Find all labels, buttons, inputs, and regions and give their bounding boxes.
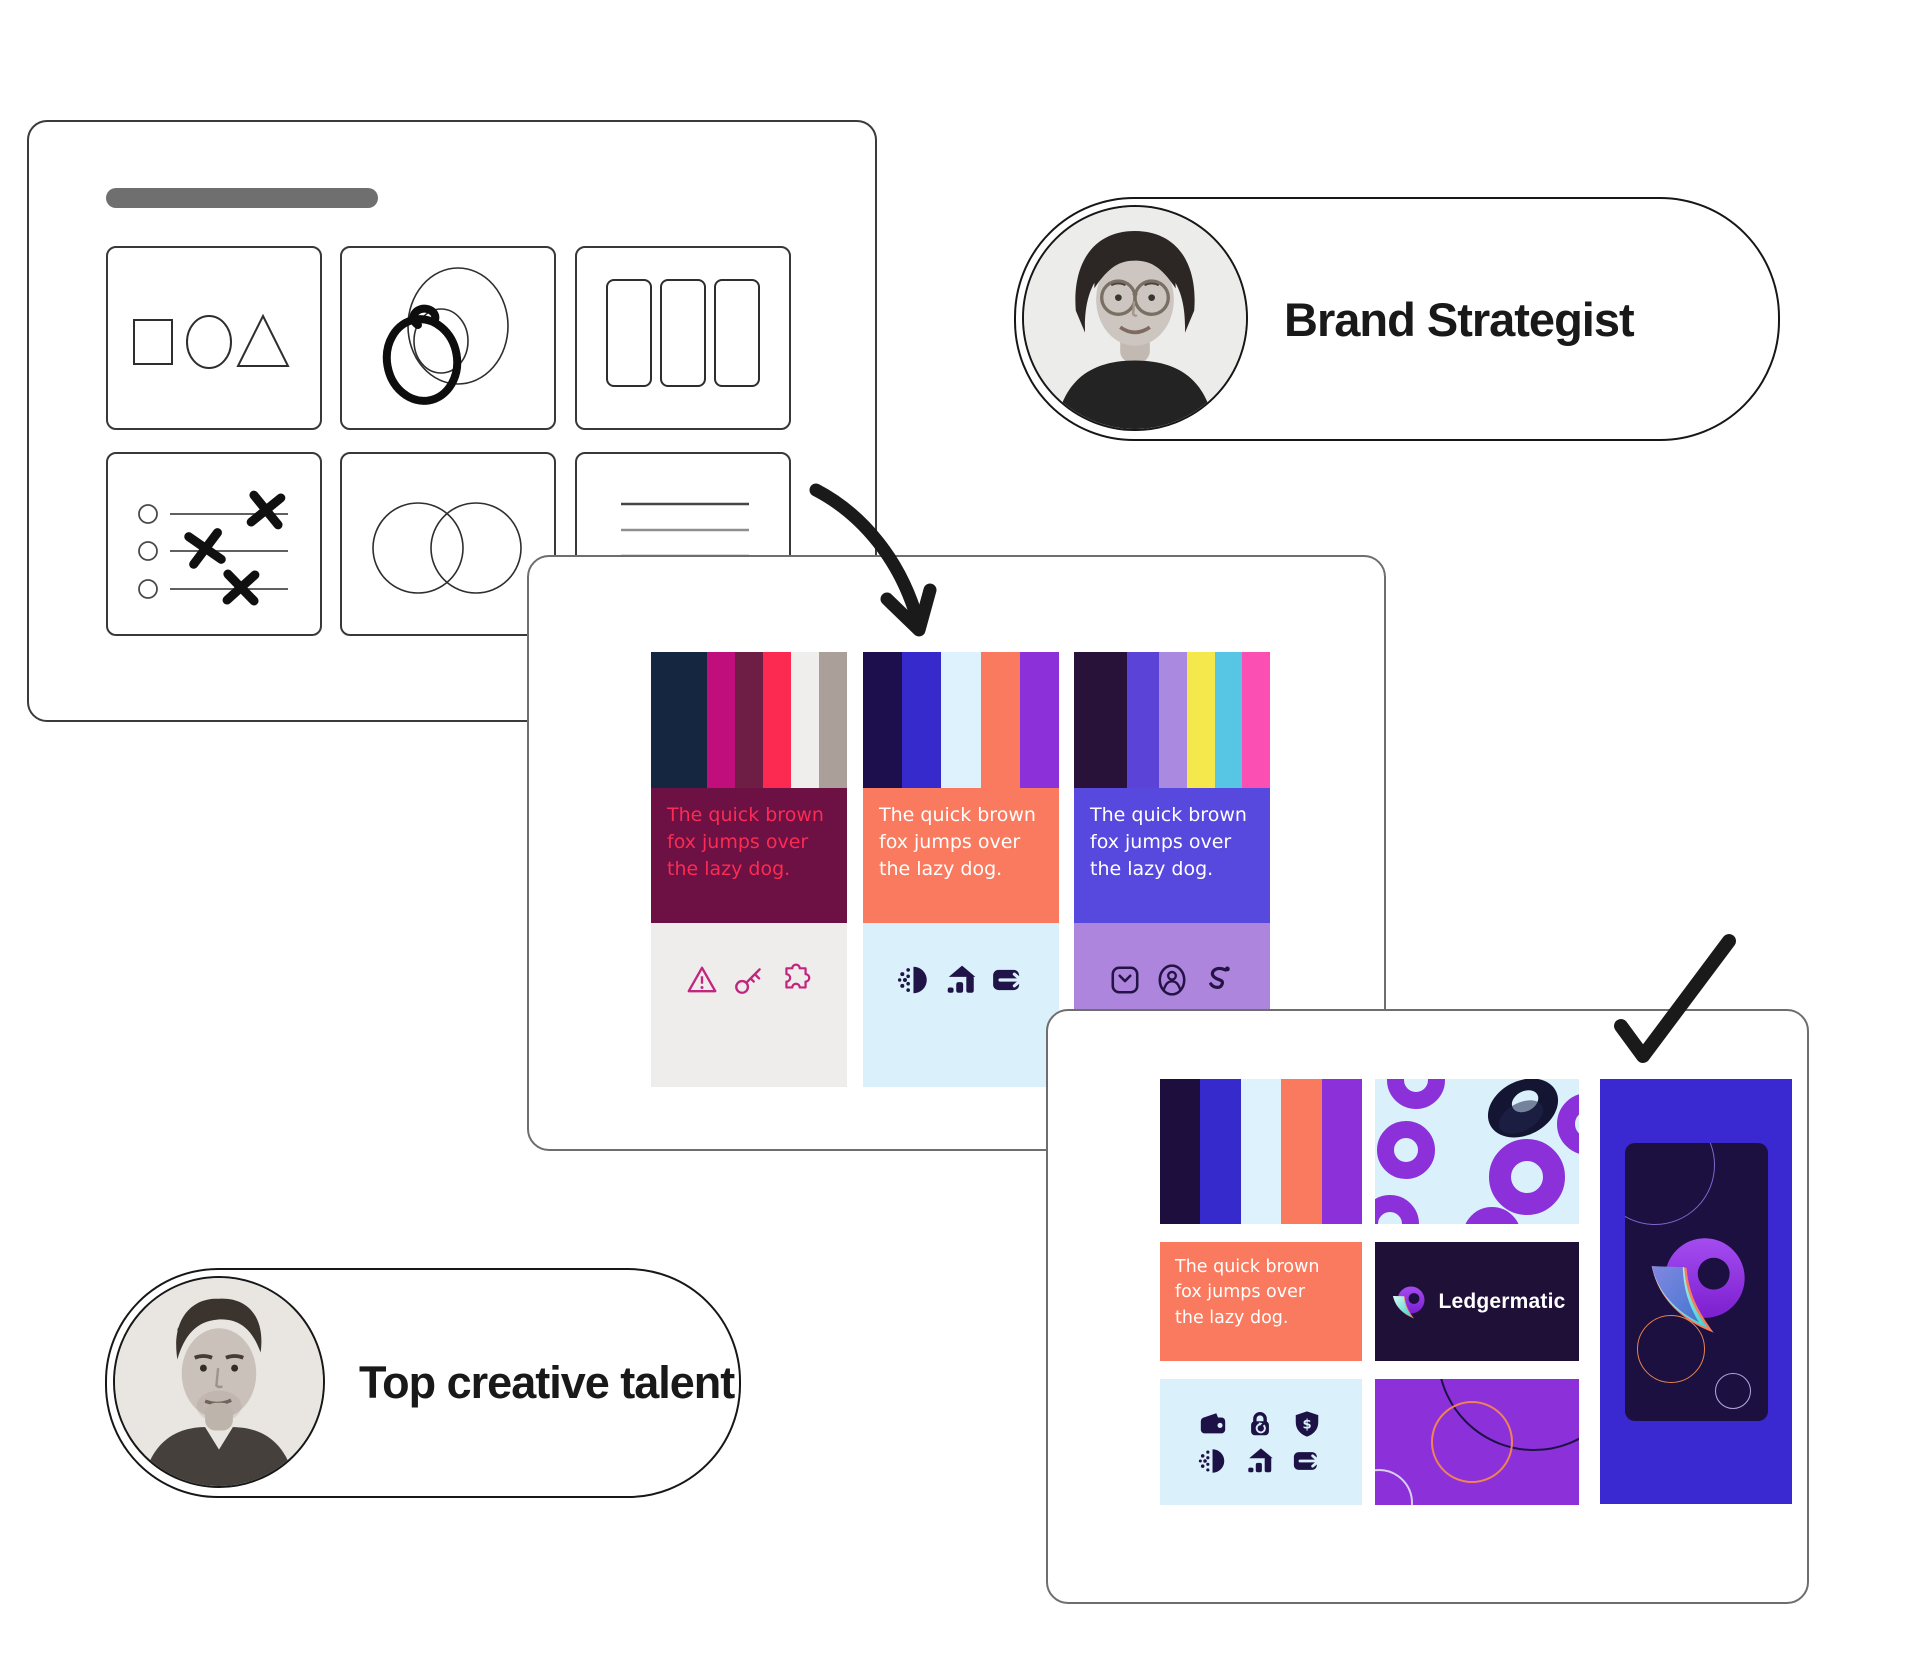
circle-outline-icon xyxy=(1637,1315,1705,1383)
circle-outline-icon xyxy=(1431,1401,1513,1483)
pen-scribble-icon xyxy=(382,304,462,405)
circle-outline-icon xyxy=(1375,1469,1413,1505)
palette-icon-row xyxy=(863,923,1059,1087)
sketch-tile-checklist xyxy=(106,452,322,636)
color-stripe xyxy=(902,652,942,788)
donut-pattern-tile xyxy=(1375,1079,1579,1224)
ledgermatic-logomark-icon xyxy=(1393,1286,1425,1318)
brand-strategist-avatar xyxy=(1022,205,1248,431)
svg-text:$: $ xyxy=(1302,1417,1311,1432)
color-stripe xyxy=(791,652,819,788)
sketch-tile-venn xyxy=(340,452,556,636)
ledgermatic-wordmark: Ledgermatic xyxy=(1438,1289,1566,1313)
growth-arrow-icon xyxy=(1248,1447,1273,1472)
color-stripe xyxy=(1074,652,1128,788)
palette-sample-text: The quick brown fox jumps over the lazy … xyxy=(863,788,1059,923)
brand-sample-text-tile: The quick brown fox jumps over the lazy … xyxy=(1160,1242,1362,1361)
color-stripe xyxy=(1215,652,1242,788)
circle-shape-icon xyxy=(186,315,232,369)
dark-3d-donut-icon xyxy=(1487,1079,1559,1138)
palette-sample-text: The quick brown fox jumps over the lazy … xyxy=(1074,788,1270,923)
palette-sample-text: The quick brown fox jumps over the lazy … xyxy=(651,788,847,923)
key-icon xyxy=(735,968,761,994)
square-shape-icon xyxy=(133,319,173,365)
wireframe-sketch-card xyxy=(27,120,877,722)
card-arrow-icon xyxy=(1293,1451,1321,1470)
top-creative-talent-avatar xyxy=(113,1276,325,1488)
title-placeholder-bar xyxy=(106,188,378,208)
inbox-check-icon xyxy=(1111,966,1139,994)
speed-dots-icon xyxy=(1198,1448,1225,1473)
circle-outline-icon xyxy=(1715,1373,1751,1409)
palette-icon-row xyxy=(651,923,847,1087)
top-creative-talent-label: Top creative talent xyxy=(359,1357,735,1408)
triangle-shape-icon xyxy=(236,313,290,367)
wallet-icon xyxy=(1200,1412,1226,1433)
brand-strategist-label: Brand Strategist xyxy=(1284,292,1635,346)
color-stripe xyxy=(707,652,735,788)
shield-dollar-icon: $ xyxy=(1295,1410,1319,1437)
donut-shape-icon xyxy=(1489,1139,1565,1215)
x-marks-icon xyxy=(184,490,286,606)
sketch-tile-scribble xyxy=(340,246,556,430)
lock-icon xyxy=(1251,1411,1269,1435)
ledgermatic-logomark-icon xyxy=(1651,1238,1745,1333)
moodboard-card: The quick brown fox jumps over the lazy … xyxy=(527,555,1386,1151)
color-swatches xyxy=(1074,652,1270,788)
sketch-tile-shapes xyxy=(106,246,322,430)
man-portrait-icon xyxy=(115,1278,323,1486)
color-stripe xyxy=(1281,1079,1322,1224)
color-stripe xyxy=(1159,652,1188,788)
color-stripe xyxy=(1187,652,1216,788)
route-icon xyxy=(1209,966,1230,989)
donut-shape-icon xyxy=(1377,1121,1435,1179)
puzzle-icon xyxy=(785,963,811,989)
donut-shape-icon xyxy=(1375,1195,1419,1224)
color-stripe xyxy=(651,652,707,788)
person-badge-icon xyxy=(1158,964,1186,996)
color-stripe xyxy=(1160,1079,1201,1224)
color-stripe xyxy=(763,652,791,788)
logo-lockup-tile: Ledgermatic xyxy=(1375,1242,1579,1361)
phone-mockup xyxy=(1625,1143,1768,1421)
app-screen-tile xyxy=(1600,1079,1792,1504)
palette-card-coral: The quick brown fox jumps over the lazy … xyxy=(863,652,1060,1087)
color-stripe xyxy=(819,652,847,788)
sketch-tile-columns xyxy=(575,246,791,430)
warning-triangle-icon xyxy=(687,966,717,993)
circle-outline-icon xyxy=(1625,1143,1715,1225)
color-stripe xyxy=(1240,1079,1282,1224)
color-stripe xyxy=(980,652,1020,788)
card-arrow-icon xyxy=(993,969,1023,991)
brand-strategist-badge: Brand Strategist xyxy=(1014,197,1780,441)
donut-shape-icon xyxy=(1387,1079,1445,1109)
brand-icons-tile: $ xyxy=(1160,1379,1362,1505)
donut-shape-icon xyxy=(1463,1207,1521,1224)
woman-portrait-icon xyxy=(1024,207,1246,429)
growth-arrow-icon xyxy=(947,965,976,993)
color-stripe xyxy=(1019,652,1060,788)
color-stripe xyxy=(941,652,981,788)
top-creative-talent-badge: Top creative talent xyxy=(105,1268,741,1498)
brand-board-card: The quick brown fox jumps over the lazy … xyxy=(1046,1009,1809,1604)
color-stripe xyxy=(1200,1079,1241,1224)
speed-dots-icon xyxy=(897,966,927,994)
palette-card-crimson: The quick brown fox jumps over the lazy … xyxy=(651,652,847,1087)
brand-palette-tile xyxy=(1160,1079,1362,1224)
donut-shape-icon xyxy=(1557,1093,1579,1155)
color-stripe xyxy=(1242,652,1270,788)
color-stripe xyxy=(1127,652,1160,788)
color-stripe xyxy=(863,652,903,788)
color-stripe xyxy=(735,652,763,788)
color-stripe xyxy=(1321,1079,1362,1224)
color-swatches xyxy=(651,652,847,788)
color-swatches xyxy=(863,652,1060,788)
pattern-circles-tile xyxy=(1375,1379,1579,1505)
